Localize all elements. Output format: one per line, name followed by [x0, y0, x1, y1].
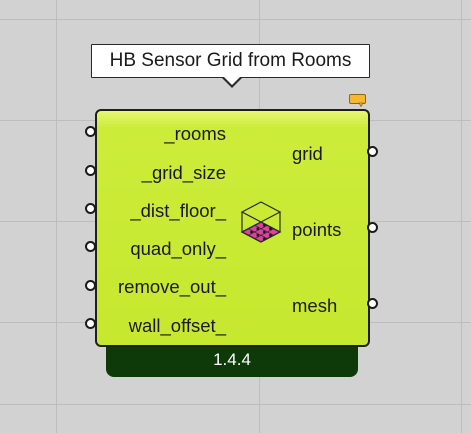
- output-label-mesh[interactable]: mesh: [292, 295, 338, 316]
- version-label: 1.4.4: [213, 350, 251, 369]
- canvas-grid-line: [56, 0, 57, 433]
- canvas-grid-line: [0, 404, 471, 405]
- component-body[interactable]: _rooms _grid_size _dist_floor_ quad_only…: [95, 109, 370, 347]
- input-grip-remove-out[interactable]: [85, 280, 96, 291]
- input-label-dist-floor[interactable]: _dist_floor_: [130, 200, 226, 221]
- output-grip-mesh[interactable]: [367, 298, 378, 309]
- input-grip-rooms[interactable]: [85, 126, 96, 137]
- canvas-grid-line: [0, 19, 471, 20]
- input-label-remove-out[interactable]: remove_out_: [118, 276, 226, 297]
- canvas-grid-line: [461, 0, 462, 433]
- output-grip-points[interactable]: [367, 222, 378, 233]
- input-grip-grid-size[interactable]: [85, 165, 96, 176]
- input-grip-quad-only[interactable]: [85, 241, 96, 252]
- output-grip-grid[interactable]: [367, 146, 378, 157]
- message-flag-icon[interactable]: [349, 94, 366, 107]
- input-grip-dist-floor[interactable]: [85, 203, 96, 214]
- component-tooltip: HB Sensor Grid from Rooms: [91, 44, 370, 78]
- tooltip-arrow-fill: [223, 76, 241, 85]
- sensor-grid-cube-icon: [240, 201, 282, 243]
- tooltip-text: HB Sensor Grid from Rooms: [109, 50, 352, 71]
- input-label-rooms[interactable]: _rooms: [164, 123, 226, 144]
- input-label-grid-size[interactable]: _grid_size: [141, 162, 226, 183]
- input-label-quad-only[interactable]: quad_only_: [130, 238, 226, 259]
- output-label-grid[interactable]: grid: [292, 143, 323, 164]
- input-grip-wall-offset[interactable]: [85, 318, 96, 329]
- output-label-points[interactable]: points: [292, 219, 342, 240]
- input-label-wall-offset[interactable]: wall_offset_: [128, 315, 226, 336]
